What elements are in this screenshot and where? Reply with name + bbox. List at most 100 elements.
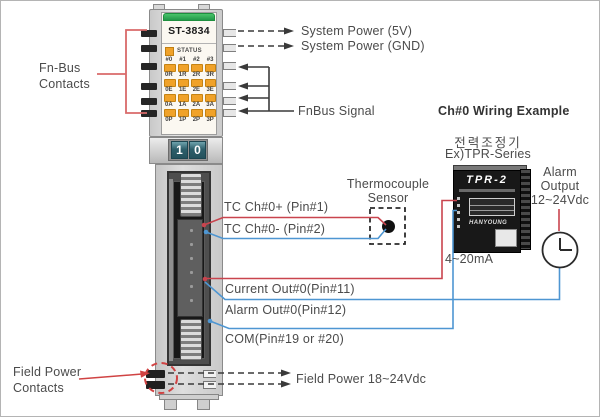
label-alarm-output-3: 12~24Vdc xyxy=(530,193,590,207)
tpr2-connection-table xyxy=(469,198,515,216)
channel-label: #2 xyxy=(193,57,200,63)
led-label: 2E xyxy=(192,87,201,93)
led-label: 0P xyxy=(165,117,173,123)
channel-label: #0 xyxy=(165,57,173,63)
led-row-p xyxy=(164,109,216,117)
label-thermocouple-2: Sensor xyxy=(367,191,409,205)
led-labels-p: 0P 1P 2P 3P xyxy=(162,117,217,123)
arrow-head xyxy=(238,82,248,90)
label-tc-plus: TC Ch#0+ (Pin#1) xyxy=(224,200,329,214)
tpr2-terminal xyxy=(457,197,460,200)
module-model-label: ST-3834 xyxy=(168,25,210,37)
arrow-head xyxy=(284,27,294,35)
led-indicator xyxy=(204,109,216,117)
channel-label: #3 xyxy=(206,57,214,63)
fnbus-contact-tab xyxy=(141,110,157,117)
label-tc-minus: TC Ch#0- (Pin#2) xyxy=(224,222,326,236)
system-power-arrows xyxy=(238,30,284,47)
connector-pin xyxy=(190,243,193,246)
led-label: 0A xyxy=(165,102,173,108)
led-labels-e: 0E 1E 2E 3E xyxy=(162,87,217,93)
module-bottom-bar xyxy=(159,394,219,400)
tpr2-spec-sticker xyxy=(495,229,517,247)
label-regulator-example: Ex)TPR-Series xyxy=(445,147,531,161)
led-label: 3E xyxy=(206,87,214,93)
led-indicator xyxy=(164,64,176,72)
connector-pin xyxy=(190,299,193,302)
label-alarm-out: Alarm Out#0(Pin#12) xyxy=(225,303,347,317)
led-indicator xyxy=(204,79,216,87)
arrow-head xyxy=(238,94,248,102)
field-power-socket-tab xyxy=(203,381,216,389)
fnbus-contact-tab xyxy=(141,98,157,105)
arrow-head xyxy=(238,63,248,71)
terminal-screw-top xyxy=(180,173,202,217)
bus-socket-tab xyxy=(223,62,236,70)
tpr2-subtitle-band xyxy=(459,189,515,192)
connector-pin xyxy=(190,257,193,260)
led-label: 1R xyxy=(178,72,187,78)
bus-socket-tab xyxy=(223,82,236,90)
led-row-a xyxy=(164,94,216,102)
fnbus-contact-tab xyxy=(141,45,157,52)
led-label: 2P xyxy=(192,117,201,123)
led-channel-labels: #0 #1 #2 #3 xyxy=(162,57,217,63)
label-alarm-output-1: Alarm xyxy=(543,165,577,179)
field-power-contact-tab xyxy=(146,370,165,378)
channel-label: #1 xyxy=(179,57,186,63)
led-label: 2A xyxy=(192,102,201,108)
rotary-digit-ones[interactable]: 0 xyxy=(189,141,206,159)
label-wiring-example-title: Ch#0 Wiring Example xyxy=(438,104,570,118)
led-indicator xyxy=(191,64,203,72)
led-label: 3P xyxy=(206,117,214,123)
led-indicator xyxy=(177,64,189,72)
led-labels-r: 0R 1R 2R 3R xyxy=(162,72,217,78)
fnbus-signal-arrows xyxy=(246,66,294,112)
label-fnbus-contacts-1: Fn-Bus xyxy=(39,61,81,75)
io-connector-block xyxy=(177,219,203,317)
bus-socket-tab xyxy=(223,109,236,117)
label-fnbus-contacts-2: Contacts xyxy=(39,77,90,91)
connector-pin xyxy=(190,229,193,232)
label-field-power: Field Power 18~24Vdc xyxy=(296,372,427,386)
label-system-power-gnd: System Power (GND) xyxy=(301,39,425,53)
module-green-bar xyxy=(163,13,215,21)
label-current-range: 4~20mA xyxy=(445,252,494,266)
connector-hinge xyxy=(169,179,173,361)
bus-socket-tab xyxy=(223,97,236,105)
led-indicator xyxy=(204,64,216,72)
led-indicator xyxy=(191,109,203,117)
fnbus-contacts-bracket xyxy=(97,29,147,114)
faceplate-divider xyxy=(162,43,216,44)
tpr2-terminal xyxy=(457,218,460,221)
led-label: 3R xyxy=(206,72,214,78)
connector-pin xyxy=(190,271,193,274)
led-label: 1E xyxy=(178,87,187,93)
label-field-power-contacts-2: Contacts xyxy=(13,381,64,395)
rotary-digit-tens[interactable]: 1 xyxy=(171,141,188,159)
terminal-screw-bottom xyxy=(180,319,202,361)
led-indicator xyxy=(177,94,189,102)
arrow-head xyxy=(238,107,248,115)
label-system-power-5v: System Power (5V) xyxy=(301,24,413,38)
fnbus-contact-tab xyxy=(141,63,157,70)
fnbus-contact-tab xyxy=(141,83,157,90)
led-label: 1A xyxy=(178,102,187,108)
led-row-e xyxy=(164,79,216,87)
led-labels-a: 0A 1A 2A 3A xyxy=(162,102,217,108)
label-com: COM(Pin#19 or #20) xyxy=(225,332,344,346)
arrow-head xyxy=(281,380,291,388)
led-label: 2R xyxy=(192,72,201,78)
tpr2-brand-label: HANYOUNG xyxy=(469,220,508,226)
led-indicator xyxy=(177,79,189,87)
led-label: 0R xyxy=(165,72,173,78)
tpr2-terminal xyxy=(457,204,460,207)
tpr2-terminal xyxy=(457,225,460,228)
led-row-r xyxy=(164,64,216,72)
tpr2-terminal xyxy=(457,211,460,214)
led-indicator xyxy=(164,109,176,117)
tpr2-model-label: TPR-2 xyxy=(466,174,508,186)
arrow-head xyxy=(281,369,291,377)
led-indicator xyxy=(191,79,203,87)
field-power-contact-tab xyxy=(146,381,165,389)
